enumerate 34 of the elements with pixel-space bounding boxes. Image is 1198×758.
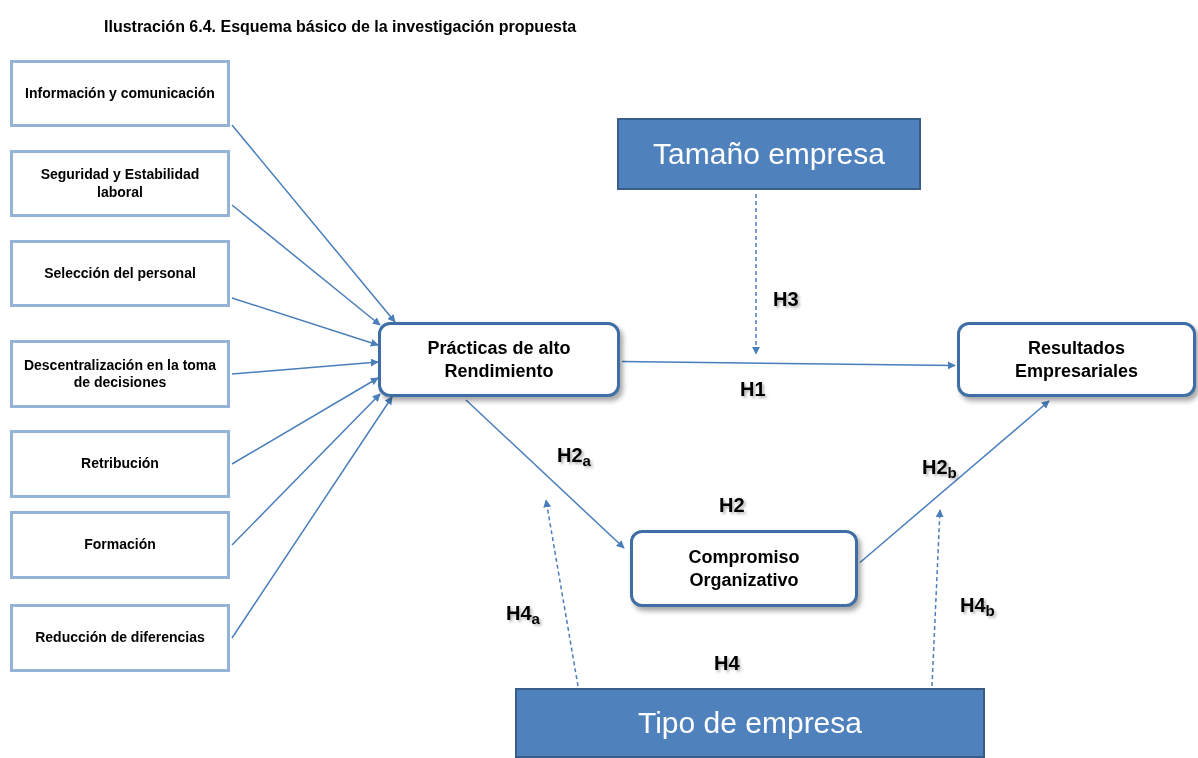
- dashed-arrow: [752, 193, 760, 355]
- hypothesis-label: H2$_{b}$: [922, 455, 957, 482]
- arrow: [231, 377, 379, 465]
- hypothesis-label: H4$_{b}$: [960, 593, 995, 620]
- arrow: [231, 358, 379, 375]
- factor-box: Retribución: [10, 430, 230, 498]
- hypothesis-label: H4: [714, 651, 740, 676]
- arrow: [465, 399, 625, 549]
- hypothesis-label: H3: [773, 287, 799, 312]
- hypothesis-label: H1: [740, 377, 766, 402]
- factor-box: Reducción de diferencias: [10, 604, 230, 672]
- dashed-arrow: [543, 499, 579, 687]
- factor-box: Seguridad y Estabilidad laboral: [10, 150, 230, 217]
- construct-box: Prácticas de alto Rendimiento: [378, 322, 620, 397]
- factor-box: Información y comunicación: [10, 60, 230, 127]
- arrow: [231, 393, 381, 546]
- construct-box: Resultados Empresariales: [957, 322, 1196, 397]
- arrow: [621, 360, 956, 370]
- arrow: [231, 396, 393, 639]
- dashed-arrow: [931, 509, 944, 687]
- arrow: [231, 204, 381, 326]
- hypothesis-label: H2: [719, 493, 745, 518]
- figure-title: Ilustración 6.4. Esquema básico de la investigación propuesta: [104, 17, 577, 37]
- arrow: [231, 124, 396, 323]
- moderator-box: Tipo de empresa: [515, 688, 985, 758]
- factor-box: Descentralización en la toma de decisiones: [10, 340, 230, 408]
- hypothesis-label: H2$_{a}$: [557, 443, 591, 470]
- factor-box: Formación: [10, 511, 230, 579]
- arrow: [231, 297, 379, 347]
- hypothesis-label: H4$_{a}$: [506, 601, 540, 628]
- moderator-box: Tamaño empresa: [617, 118, 921, 190]
- factor-box: Selección del personal: [10, 240, 230, 307]
- arrow: [859, 400, 1050, 564]
- construct-box: Compromiso Organizativo: [630, 530, 858, 607]
